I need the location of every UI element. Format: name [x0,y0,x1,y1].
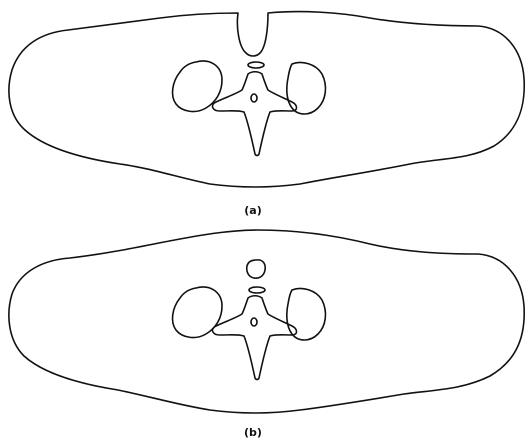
panel-a-body-outline [9,12,524,187]
panel-a-label: (a) [244,204,261,217]
panel-a-canal [251,94,257,102]
panel-a: (a) [9,12,524,217]
panel-b-label: (b) [244,426,262,439]
panel-b-dorsal-ring [247,260,265,278]
panel-b: (b) [9,230,524,439]
panel-a-small-oval [248,62,264,68]
panel-b-left-organ [173,287,222,338]
panel-b-small-oval [249,287,265,293]
panel-b-body-outline [9,230,524,413]
panel-a-right-organ [287,62,326,114]
panel-b-right-organ [287,288,326,340]
panel-b-canal [251,318,257,326]
panel-a-left-organ [173,61,222,112]
panel-a-vertebra [213,72,297,156]
panel-b-vertebra [213,296,297,380]
